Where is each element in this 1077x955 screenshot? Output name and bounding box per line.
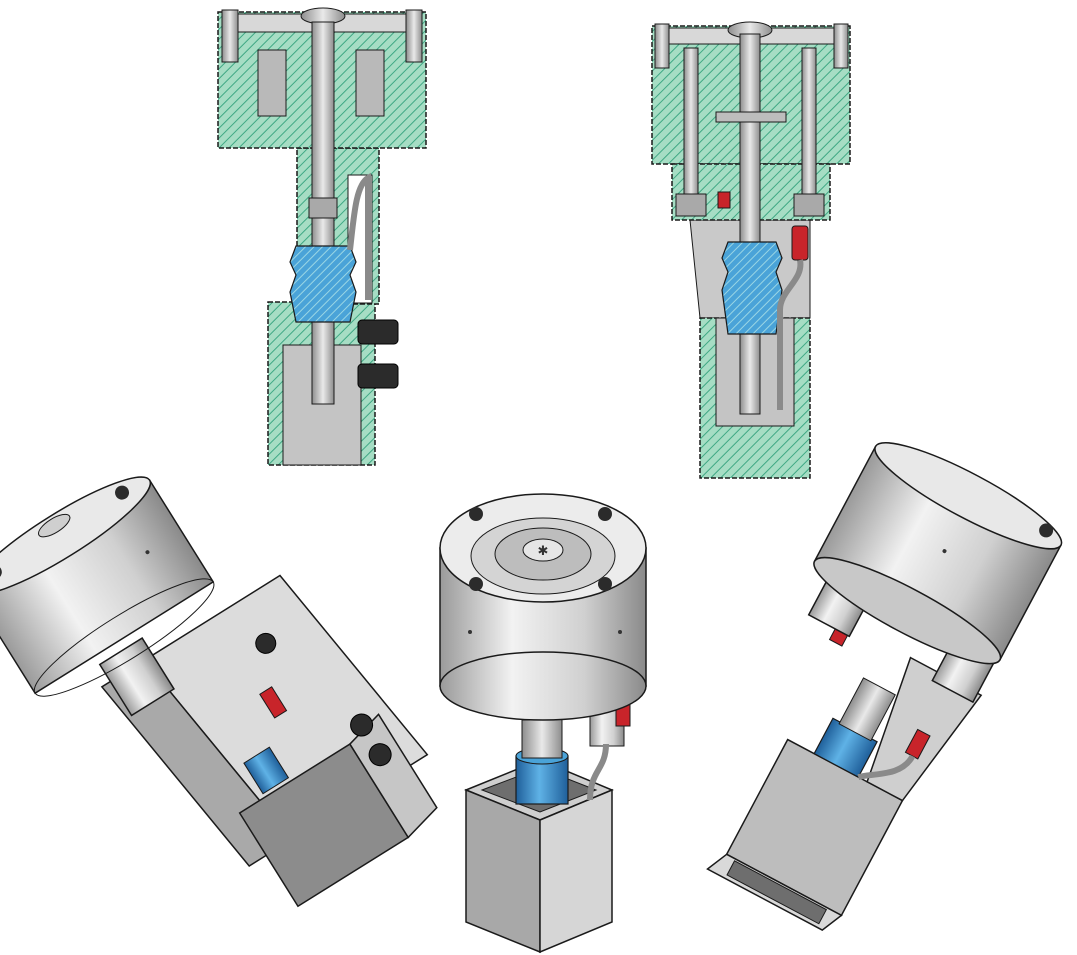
side-screw-upper [357, 319, 399, 345]
iso-hole [145, 550, 150, 555]
bolt-left [683, 47, 699, 199]
side-wire [347, 172, 371, 300]
right-cap-top [874, 442, 1063, 550]
screw-head-left [221, 9, 239, 63]
center-top-screw-2 [598, 507, 612, 521]
nut-right [793, 193, 825, 217]
center-cap-bottom [439, 651, 647, 721]
side-screw-lower [357, 363, 399, 389]
section-view-left [217, 7, 427, 466]
right-box-opening [726, 860, 828, 925]
right-top-screw [1039, 523, 1054, 538]
torx-icon: ✱ [538, 544, 549, 559]
cap-pocket-left [257, 49, 287, 117]
iso-blue-part [243, 746, 290, 795]
center-hole-1 [468, 630, 472, 634]
center-screw-head-iso [522, 538, 564, 562]
iso-top-screw-b [115, 485, 130, 500]
cap-pocket-right [355, 49, 385, 117]
iso-cap-top [0, 476, 152, 596]
screw-head-right [405, 9, 423, 63]
center-top-screw-4 [598, 577, 612, 591]
iso-screw-3 [368, 743, 392, 767]
cross-pin [715, 111, 787, 123]
section-view-right [651, 21, 851, 479]
right-thread [838, 677, 896, 742]
center-wire [587, 743, 609, 801]
center-top-screw-3 [469, 577, 483, 591]
iso-neck [98, 637, 175, 717]
nut-left [675, 193, 707, 217]
red-connector-small [717, 191, 731, 209]
center-hole-2 [618, 630, 622, 634]
iso-screw-1 [255, 632, 277, 654]
red-connector [791, 225, 809, 261]
blue-insert [289, 245, 357, 323]
iso-view-left [0, 476, 438, 908]
blue-insert-right [721, 241, 783, 335]
right-hole [942, 549, 947, 554]
iso-cap-bottom-edge [33, 578, 215, 697]
iso-view-center: ✱ [439, 493, 647, 954]
bolt-right [801, 47, 817, 199]
right-wire [857, 754, 916, 781]
center-top-screw-1 [469, 507, 483, 521]
corner-screw-left [654, 23, 670, 69]
corner-screw-right [833, 23, 849, 69]
iso-red-part [259, 686, 288, 719]
center-thread [521, 715, 563, 759]
right-cap-bottom [813, 556, 1002, 665]
side-wire-right [777, 259, 804, 410]
central-rod-right [739, 33, 761, 415]
iso-screw-2 [350, 713, 374, 737]
rod-collar [308, 197, 338, 219]
iso-view-right [706, 442, 1063, 931]
iso-top-knob [37, 513, 71, 538]
